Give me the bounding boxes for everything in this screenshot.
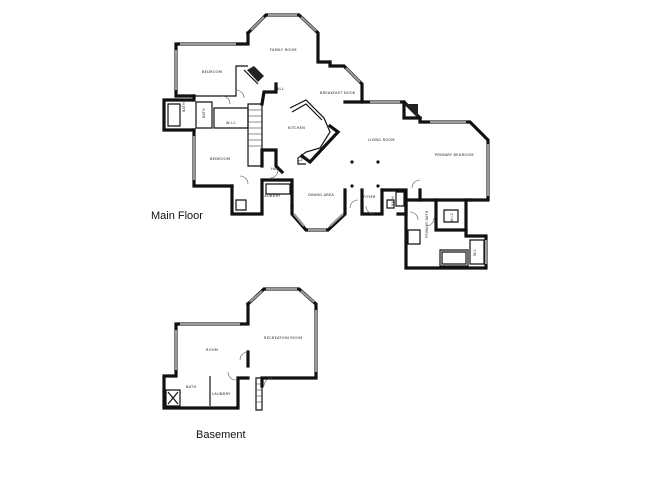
label-basement-bath: BATH bbox=[186, 385, 196, 389]
label-breakfast-nook: BREAKFAST NOOK bbox=[320, 91, 356, 95]
label-hall-1: HALL bbox=[274, 87, 284, 91]
main-floor-title: Main Floor bbox=[151, 210, 203, 222]
label-laundry: LAUNDRY bbox=[262, 194, 281, 198]
basement-title: Basement bbox=[196, 429, 246, 441]
label-dining-area: DINING AREA bbox=[308, 193, 334, 197]
label-basement-laundry: LAUNDRY bbox=[212, 392, 231, 396]
label-bedroom-1: BEDROOM bbox=[202, 70, 222, 74]
label-hall-2: HALL bbox=[271, 167, 281, 171]
label-primary-bath: PRIMARY BATH bbox=[425, 210, 429, 238]
label-primary-bedroom: PRIMARY BEDROOM bbox=[435, 153, 474, 157]
basement-floor-plan: ROOM RECREATION ROOM BATH LAUNDRY bbox=[162, 287, 318, 411]
label-family-room: FAMILY ROOM bbox=[270, 48, 297, 52]
label-wc: W.C bbox=[473, 249, 477, 256]
main-floor-plan: FAMILY ROOM BEDROOM HALL BREAKFAST NOOK … bbox=[162, 13, 490, 270]
label-bath-1: BATH bbox=[182, 102, 186, 112]
label-wic-2: W.I.C bbox=[450, 212, 454, 222]
label-recreation-room: RECREATION ROOM bbox=[264, 336, 302, 340]
label-bath-1b: BATH bbox=[202, 108, 206, 118]
label-bedroom-2: BEDROOM bbox=[210, 157, 230, 161]
label-foyer: FOYER bbox=[363, 195, 376, 199]
label-bath-2: BATH bbox=[391, 196, 395, 206]
label-basement-room: ROOM bbox=[206, 348, 218, 352]
label-kitchen: KITCHEN bbox=[288, 126, 305, 130]
label-wic-1: W.I.C bbox=[226, 121, 236, 125]
label-living-room: LIVING ROOM bbox=[368, 138, 395, 142]
